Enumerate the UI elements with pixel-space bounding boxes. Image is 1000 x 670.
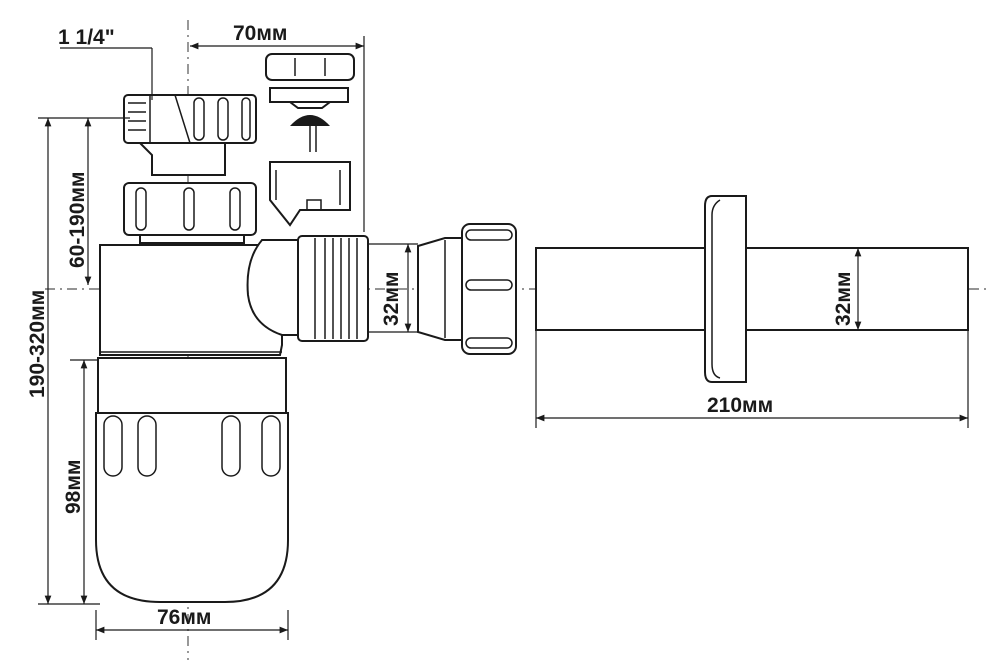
outlet-thread (297, 235, 369, 342)
outlet-pipe (535, 247, 969, 331)
thread-size-dimension: 1 1/4" (58, 26, 153, 100)
reducer-washer (417, 237, 466, 341)
outlet-diameter-dimension: 32мм (368, 243, 418, 333)
union-nut (461, 223, 517, 355)
strainer-plug (269, 87, 349, 152)
pipe-length-label: 210мм (707, 394, 773, 417)
top-inlet-nut (123, 94, 257, 176)
thread-size-label: 1 1/4" (58, 26, 115, 49)
bottom-cup (95, 357, 289, 603)
pipe-length-dimension: 210мм (535, 330, 969, 428)
bowl-width-dimension: 76мм (95, 606, 289, 640)
cap-nut (265, 53, 355, 81)
outlet-diameter-label: 32мм (380, 272, 403, 326)
pipe-diameter-label: 32мм (832, 272, 855, 326)
adjust-height-label: 60-190мм (66, 172, 89, 268)
top-offset-label: 70мм (233, 22, 287, 45)
bowl-height-dimension: 98мм (62, 359, 98, 604)
wall-flange (704, 195, 747, 383)
bowl-height-label: 98мм (62, 460, 85, 514)
middle-nut (123, 182, 257, 244)
bowl-width-label: 76мм (157, 606, 211, 629)
inlet-socket (269, 161, 351, 227)
pipe-diameter-dimension: 32мм (832, 247, 862, 330)
siphon-body (98, 239, 301, 356)
total-height-label: 190-320мм (26, 290, 49, 398)
total-height-dimension: 190-320мм (26, 117, 130, 605)
top-offset-dimension: 70мм (190, 22, 365, 232)
adjust-height-dimension: 60-190мм (66, 118, 92, 285)
